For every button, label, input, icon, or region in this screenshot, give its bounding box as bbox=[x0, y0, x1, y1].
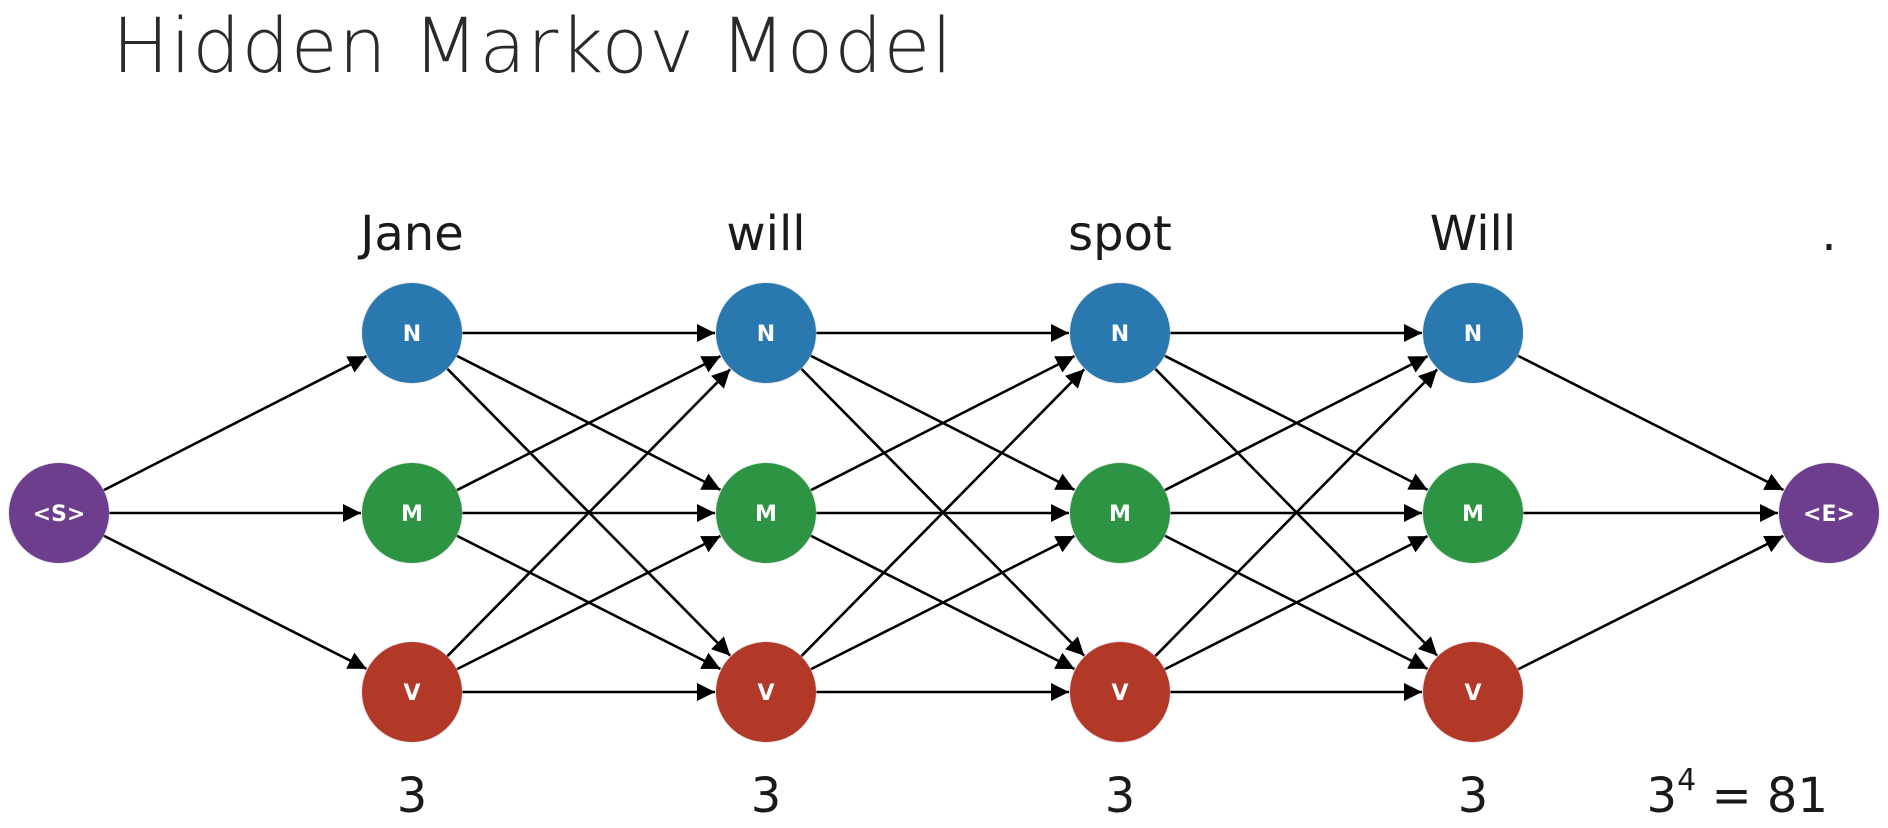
node-label: M bbox=[401, 502, 423, 527]
node-label: V bbox=[1464, 681, 1481, 706]
node-label: V bbox=[757, 681, 774, 706]
edge-m3-to-n4 bbox=[1163, 355, 1429, 492]
edge-m2-to-n3 bbox=[810, 354, 1076, 492]
total-exponent: 4 bbox=[1677, 763, 1696, 798]
node-circle bbox=[1423, 283, 1523, 383]
state-node-n-4: N bbox=[1422, 282, 1524, 384]
node-label: N bbox=[1464, 322, 1482, 347]
node-circle bbox=[716, 642, 816, 742]
total-result: = 81 bbox=[1696, 768, 1828, 824]
word-label-4: Will bbox=[1430, 206, 1516, 262]
edge-v2-to-m3 bbox=[810, 534, 1076, 671]
node-label: N bbox=[403, 322, 421, 347]
count-label-2: 3 bbox=[751, 768, 782, 824]
state-node-v-2: V bbox=[715, 641, 817, 743]
state-node-m-2: M bbox=[715, 462, 817, 564]
node-circle bbox=[1070, 463, 1170, 563]
word-label-3: spot bbox=[1068, 206, 1172, 262]
node-circle bbox=[1070, 642, 1170, 742]
word-label-1: Jane bbox=[357, 206, 464, 262]
word-label-5: . bbox=[1821, 206, 1836, 262]
state-node-n-3: N bbox=[1069, 282, 1171, 384]
node-label: V bbox=[403, 681, 420, 706]
edge-v1-to-m2 bbox=[456, 534, 722, 671]
node-label: N bbox=[1111, 322, 1129, 347]
state-node-n-1: N bbox=[361, 282, 463, 384]
count-label-1: 3 bbox=[397, 768, 428, 824]
state-node-m-1: M bbox=[361, 462, 463, 564]
state-node-v-4: V bbox=[1422, 641, 1524, 743]
edge-v3-to-n4 bbox=[1154, 368, 1439, 658]
total-combinations: 34 = 81 bbox=[1647, 763, 1828, 824]
node-circle bbox=[9, 463, 109, 563]
transition-edges bbox=[102, 323, 1785, 702]
node-label: <E> bbox=[1803, 502, 1855, 527]
node-label: N bbox=[757, 322, 775, 347]
state-node-m-3: M bbox=[1069, 462, 1171, 564]
node-label: <S> bbox=[33, 502, 86, 527]
state-node-v-3: V bbox=[1069, 641, 1171, 743]
state-node-n-2: N bbox=[715, 282, 817, 384]
state-node-v-1: V bbox=[361, 641, 463, 743]
count-label-3: 3 bbox=[1105, 768, 1136, 824]
end-node: <E> bbox=[1778, 462, 1880, 564]
edge-n4-to-end bbox=[1517, 354, 1785, 492]
node-circle bbox=[362, 642, 462, 742]
edge-start-to-n-1 bbox=[102, 355, 368, 492]
word-label-2: will bbox=[726, 206, 805, 262]
node-circle bbox=[1423, 463, 1523, 563]
node-label: V bbox=[1111, 681, 1128, 706]
count-label-4: 3 bbox=[1458, 768, 1489, 824]
edge-v4-to-end bbox=[1517, 534, 1784, 671]
start-node: <S> bbox=[8, 462, 110, 564]
node-circle bbox=[1423, 642, 1523, 742]
edge-v2-to-n3 bbox=[800, 368, 1086, 658]
node-label: M bbox=[1109, 502, 1131, 527]
node-circle bbox=[716, 463, 816, 563]
node-label: M bbox=[1462, 502, 1484, 527]
edge-m1-to-n2 bbox=[456, 354, 722, 492]
node-circle bbox=[362, 283, 462, 383]
edge-start-to-v-1 bbox=[103, 534, 368, 671]
edge-v1-to-n2 bbox=[446, 368, 732, 658]
node-circle bbox=[716, 283, 816, 383]
node-circle bbox=[362, 463, 462, 563]
state-node-m-4: M bbox=[1422, 462, 1524, 564]
state-nodes: <S> <E> N M V N M V N M V N M V bbox=[8, 282, 1880, 743]
total-base: 3 bbox=[1647, 768, 1678, 824]
node-circle bbox=[1070, 283, 1170, 383]
slide-title: Hidden Markov Model bbox=[112, 1, 954, 90]
node-label: M bbox=[755, 502, 777, 527]
node-circle bbox=[1779, 463, 1879, 563]
edge-v3-to-m4 bbox=[1164, 534, 1429, 671]
